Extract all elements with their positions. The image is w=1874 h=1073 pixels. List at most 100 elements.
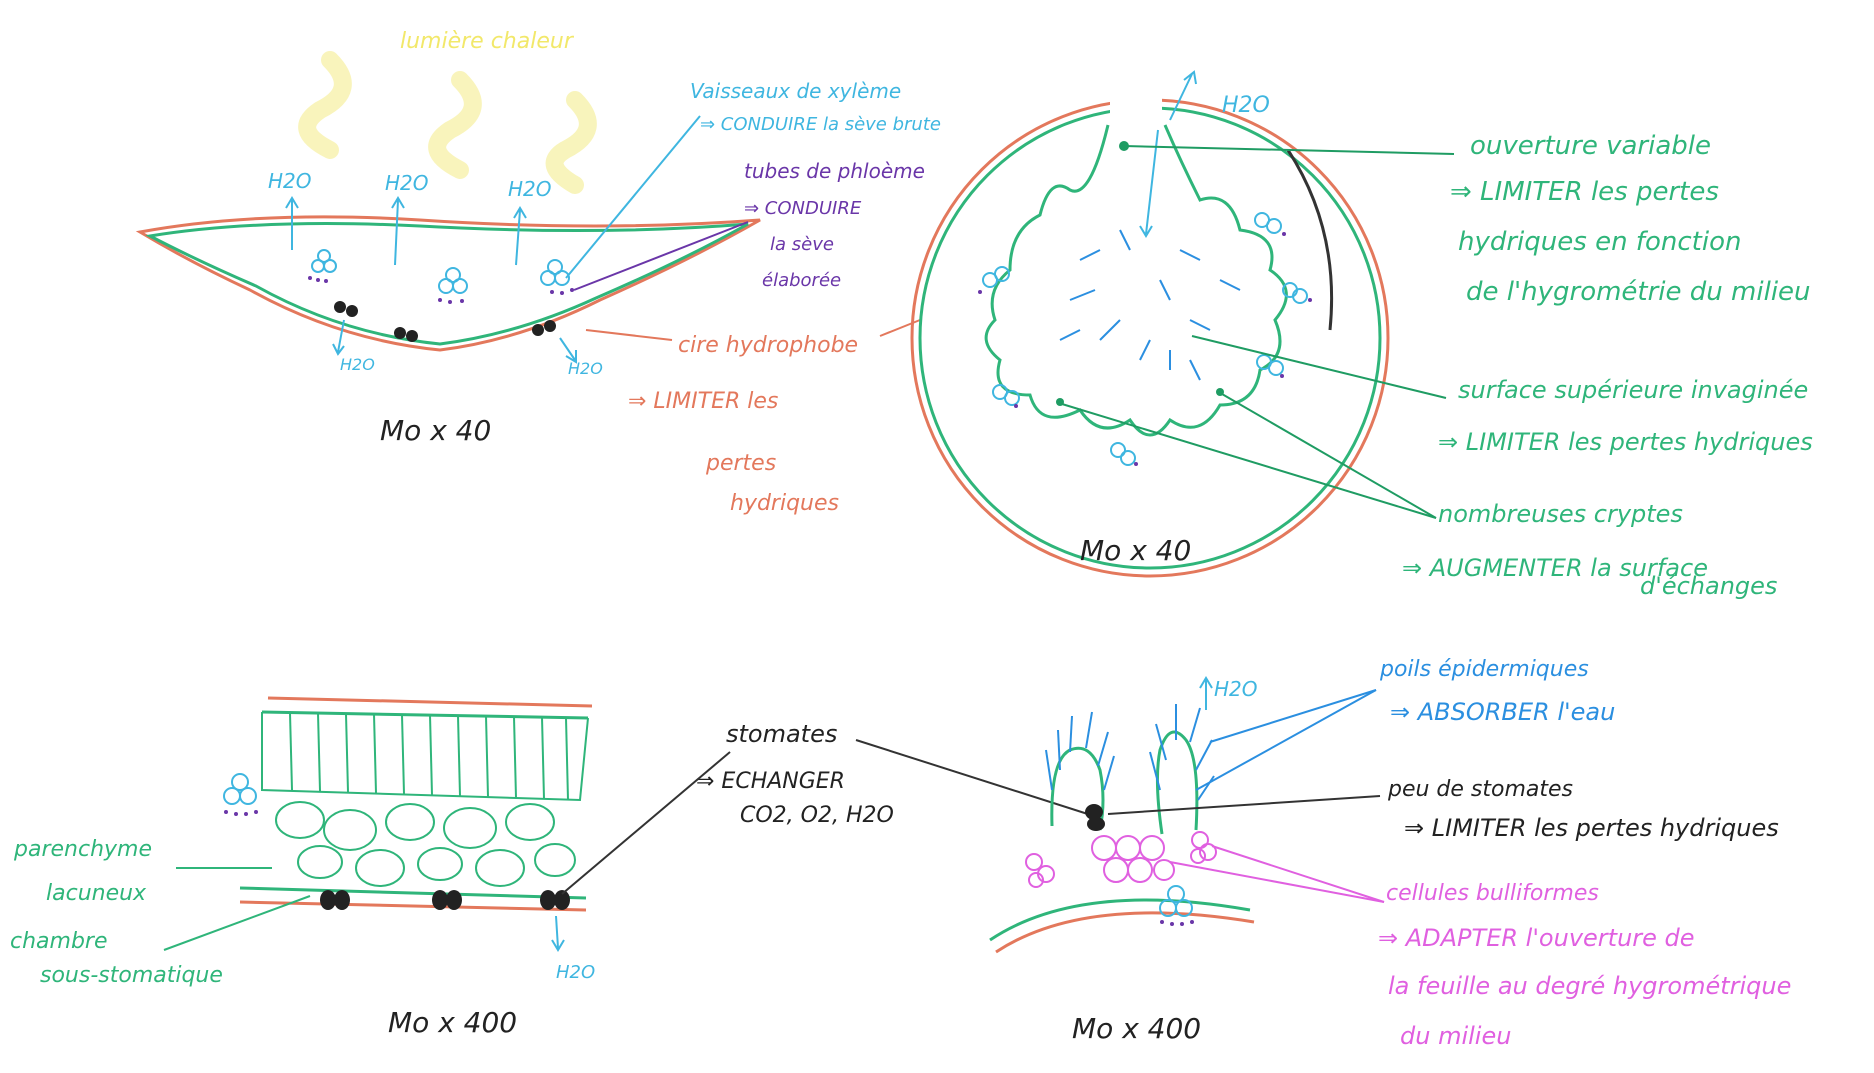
invaginated-upper-surface xyxy=(984,124,1288,437)
surface-function: ⇒ LIMITER les pertes hydriques xyxy=(1438,428,1813,456)
opening-label: ouverture variable xyxy=(1470,131,1711,161)
phloem-function-2: la sève xyxy=(770,234,834,255)
wax-function-2: pertes xyxy=(705,451,776,476)
tissue-lower-cuticle xyxy=(239,900,587,912)
opening-function-3: de l'hygrométrie du milieu xyxy=(1466,277,1811,307)
fig2-magnification: Mo x 40 xyxy=(1080,534,1191,567)
tissue-bundle xyxy=(223,773,257,805)
rolled-leaf-h2o: H2O xyxy=(1222,93,1270,118)
figure-leaf-blade: lumière chaleur xyxy=(135,29,761,447)
chamber-label: chambre xyxy=(10,929,108,954)
parenchyma-label: parenchyme xyxy=(13,837,152,862)
crypts-pointer-2 xyxy=(1061,403,1437,519)
vascular-bundles xyxy=(308,249,574,304)
crypts-pointer-1 xyxy=(1221,393,1437,519)
crypt-stoma xyxy=(1085,804,1105,831)
opening-pointer xyxy=(1123,145,1455,155)
crypts-annotation: nombreuses cryptes ⇒ AUGMENTER la surfac… xyxy=(1061,393,1777,600)
chamber-label-2: sous-stomatique xyxy=(40,963,223,988)
tissue-upper-epidermis xyxy=(261,710,589,720)
bulliform-function-3: du milieu xyxy=(1400,1022,1511,1050)
figure-tissue-detail: H2O parenchyme lacuneux chambre sous-sto… xyxy=(10,696,595,1039)
epidermal-hairs xyxy=(1045,704,1215,801)
wax-pointer-left xyxy=(585,329,673,341)
opening-function: ⇒ LIMITER les pertes xyxy=(1450,177,1719,207)
crypt-hairs xyxy=(1059,229,1241,381)
h2o-label-4: H2O xyxy=(340,355,375,374)
rolled-leaf-bundles xyxy=(982,212,1308,466)
hairs-label: poils épidermiques xyxy=(1379,657,1589,682)
bulliform-function: ⇒ ADAPTER l'ouverture de xyxy=(1378,924,1695,952)
wax-function: ⇒ LIMITER les xyxy=(628,389,778,414)
stomata-gases: CO2, O2, H2O xyxy=(740,803,894,828)
leaf-blade-epidermis xyxy=(145,222,749,346)
xylem-label: Vaisseaux de xylème xyxy=(690,79,901,103)
crypt-walls xyxy=(1050,730,1199,835)
fig3-magnification: Mo x 400 xyxy=(388,1006,517,1039)
phloem-function: ⇒ CONDUIRE xyxy=(744,198,862,219)
surface-label: surface supérieure invaginée xyxy=(1458,376,1808,404)
hairs-pointer-2 xyxy=(1195,689,1377,791)
palisade-cells xyxy=(261,712,589,802)
tissue-stomata xyxy=(320,890,570,910)
hairs-function: ⇒ ABSORBER l'eau xyxy=(1390,698,1615,726)
wax-function-3: hydriques xyxy=(730,491,839,516)
water-arrows xyxy=(285,196,577,364)
vascular-bundle xyxy=(540,259,570,286)
phloem-dots xyxy=(308,276,574,304)
crypt-lower-epidermis xyxy=(989,898,1251,942)
stomata-label: stomates xyxy=(726,720,837,748)
crypt-phloem-dots xyxy=(1160,920,1194,926)
crypt-water-arrow xyxy=(1199,676,1213,710)
stomata-annotation: stomates ⇒ ECHANGER CO2, O2, H2O xyxy=(561,720,1095,895)
crypt-lower-cuticle xyxy=(995,911,1255,954)
stomata-function: ⇒ ECHANGER xyxy=(696,769,845,794)
tissue-water-arrow xyxy=(551,915,565,952)
h2o-label-1: H2O xyxy=(268,169,312,193)
surface-annotation: surface supérieure invaginée ⇒ LIMITER l… xyxy=(1191,335,1813,456)
few-stomata-annotation: peu de stomates ⇒ LIMITER les pertes hyd… xyxy=(1107,777,1779,842)
h2o-label-3: H2O xyxy=(508,177,552,201)
tissue-phloem-dots xyxy=(224,810,258,816)
chamber-pointer xyxy=(163,895,311,951)
surface-pointer xyxy=(1191,335,1447,399)
hairs-annotation: poils épidermiques ⇒ ABSORBER l'eau xyxy=(1195,657,1615,791)
xylem-pointer xyxy=(565,115,701,279)
bulliform-annotation: cellules bulliformes ⇒ ADAPTER l'ouvertu… xyxy=(1169,845,1791,1050)
h2o-label-5: H2O xyxy=(568,359,603,378)
fig4-magnification: Mo x 400 xyxy=(1072,1012,1201,1045)
spongy-cells xyxy=(275,801,576,887)
tissue-h2o: H2O xyxy=(556,962,595,983)
stomata-pointer-left xyxy=(561,751,731,895)
crypts-label: nombreuses cryptes xyxy=(1438,500,1683,528)
few-stomata-label: peu de stomates xyxy=(1387,777,1573,802)
phloem-annotation: tubes de phloème ⇒ CONDUIRE la sève élab… xyxy=(573,159,925,291)
bulliform-cells xyxy=(1025,831,1217,888)
figure-crypt-detail: H2O Mo x 400 xyxy=(989,676,1258,1045)
crypt-bundle xyxy=(1159,885,1193,917)
crypts-function: ⇒ AUGMENTER la surface xyxy=(1402,554,1708,582)
fig1-magnification: Mo x 40 xyxy=(380,414,491,447)
tissue-lower-epidermis xyxy=(239,886,587,900)
vascular-bundle xyxy=(438,267,468,294)
few-stomata-pointer xyxy=(1107,795,1381,815)
crypt-h2o: H2O xyxy=(1214,677,1258,701)
light-heat-label: lumière chaleur xyxy=(400,29,575,54)
hairs-pointer-1 xyxy=(1209,689,1377,743)
xylem-function: ⇒ CONDUIRE la sève brute xyxy=(700,114,941,135)
h2o-label-2: H2O xyxy=(385,171,429,195)
leaf-blade-cuticle xyxy=(135,215,761,352)
bulliform-label: cellules bulliformes xyxy=(1386,881,1599,906)
rolled-leaf-cuticle xyxy=(910,98,1390,578)
wax-label: cire hydrophobe xyxy=(678,333,858,358)
phloem-function-3: élaborée xyxy=(762,270,841,291)
stomata-dots xyxy=(334,301,556,342)
sun-rays xyxy=(298,51,597,194)
xylem-annotation: Vaisseaux de xylème ⇒ CONDUIRE la sève b… xyxy=(565,79,941,279)
opening-function-2: hydriques en fonction xyxy=(1458,227,1741,257)
phloem-pointer xyxy=(573,221,749,291)
stomata-pointer-right xyxy=(855,739,1095,817)
bulliform-function-2: la feuille au degré hygrométrique xyxy=(1388,972,1791,1000)
phloem-label: tubes de phloème xyxy=(744,159,925,183)
